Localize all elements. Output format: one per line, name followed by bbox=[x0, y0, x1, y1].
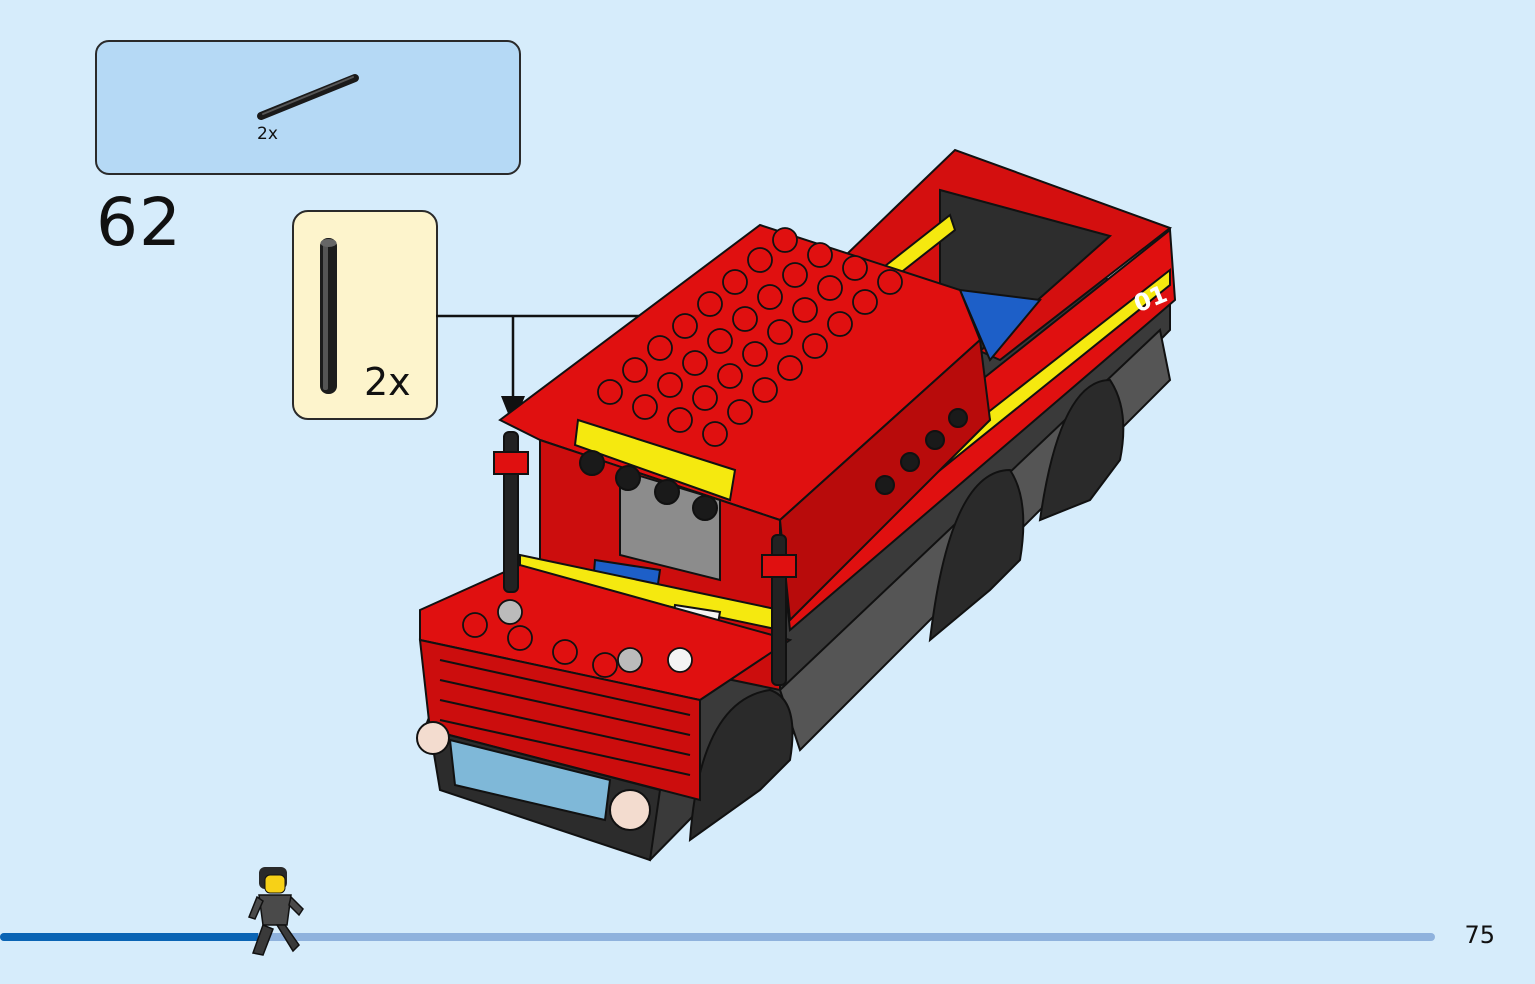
hood-studs bbox=[462, 599, 693, 678]
step-number: 62 bbox=[96, 184, 182, 261]
subassembly-callout: 2x bbox=[292, 210, 438, 420]
parts-list-qty: 2x bbox=[257, 124, 278, 144]
black-bar-callout-icon bbox=[320, 238, 337, 394]
cab-lights bbox=[579, 408, 968, 521]
exhaust-pipes bbox=[493, 431, 797, 686]
roof-studs bbox=[597, 227, 903, 447]
callout-qty: 2x bbox=[364, 360, 411, 404]
minifigure-runner-icon bbox=[248, 867, 304, 956]
black-bar-part-icon bbox=[257, 74, 359, 120]
parts-list-box: 2x bbox=[95, 40, 521, 175]
page-number: 75 bbox=[1464, 921, 1495, 949]
progress-fill bbox=[0, 933, 259, 941]
front-bumper bbox=[416, 721, 662, 862]
progress-track bbox=[0, 933, 1435, 941]
